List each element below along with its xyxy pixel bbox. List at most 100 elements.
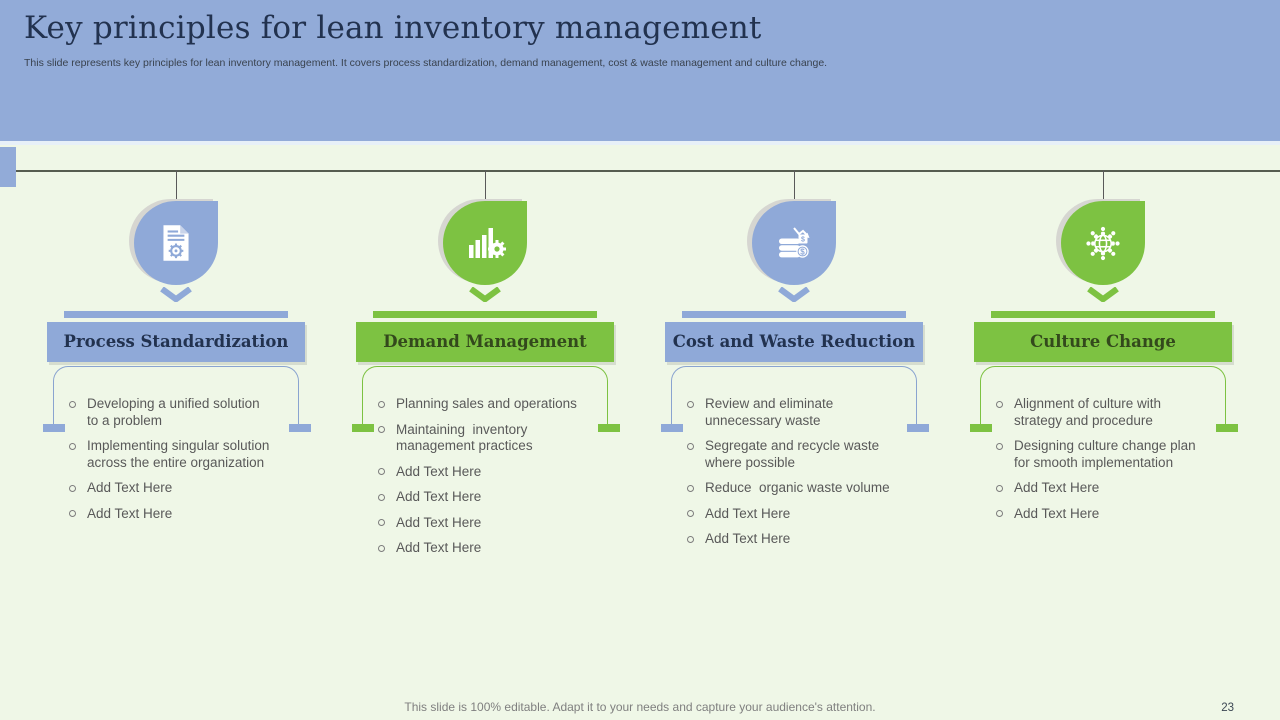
chevron-down-icon xyxy=(778,287,810,302)
bullet-item[interactable]: Maintaining inventory management practic… xyxy=(378,422,590,455)
column-process-standardization: Process Standardization Developing a uni… xyxy=(43,147,311,707)
bullet-marker xyxy=(687,484,694,492)
bullet-text: Add Text Here xyxy=(396,514,482,530)
bar-chart-gear-icon xyxy=(469,228,506,258)
bullet-item[interactable]: Planning sales and operations xyxy=(378,396,590,413)
connector-line xyxy=(1103,170,1105,203)
left-accent-tab xyxy=(0,147,16,187)
column-title[interactable]: Demand Management xyxy=(356,322,614,362)
slide-title[interactable]: Key principles for lean inventory manage… xyxy=(24,10,762,46)
bullet-item[interactable]: Add Text Here xyxy=(69,480,281,497)
connector-line xyxy=(485,170,487,203)
svg-text:$: $ xyxy=(800,247,805,256)
bullet-marker xyxy=(378,519,385,526)
timeline-line xyxy=(16,170,1280,172)
bullet-item[interactable]: Add Text Here xyxy=(687,531,899,548)
bullet-text: Review and eliminate unnecessary waste xyxy=(705,396,834,428)
bullet-item[interactable]: Add Text Here xyxy=(996,506,1208,523)
icon-badge[interactable]: $ $ xyxy=(752,201,836,285)
bullet-marker xyxy=(378,426,385,433)
slide-subtitle[interactable]: This slide represents key principles for… xyxy=(24,57,828,69)
bullet-item[interactable]: Alignment of culture with strategy and p… xyxy=(996,396,1208,429)
bullet-marker xyxy=(69,442,76,450)
bullet-marker xyxy=(687,510,694,517)
bullet-item[interactable]: Add Text Here xyxy=(378,540,590,557)
icon-badge[interactable] xyxy=(1061,201,1145,285)
chevron-down-icon xyxy=(160,287,192,302)
bracket-tick-left xyxy=(352,424,374,432)
bullet-list: Alignment of culture with strategy and p… xyxy=(996,396,1208,531)
connector-line xyxy=(794,170,796,203)
bullet-item[interactable]: Designing culture change plan for smooth… xyxy=(996,438,1208,471)
bracket-tick-right xyxy=(598,424,620,432)
bullet-marker xyxy=(69,510,76,517)
coins-decline-icon: $ $ xyxy=(779,227,810,258)
icon-badge[interactable] xyxy=(134,201,218,285)
bullet-text: Segregate and recycle waste where possib… xyxy=(705,438,880,470)
bullet-text: Add Text Here xyxy=(705,505,791,521)
bullet-text: Add Text Here xyxy=(87,480,173,495)
bullet-item[interactable]: Add Text Here xyxy=(378,464,590,481)
bullet-item[interactable]: Developing a unified solution to a probl… xyxy=(69,396,281,429)
page-number: 23 xyxy=(1221,702,1234,714)
bullet-marker xyxy=(996,442,1003,450)
bullet-item[interactable]: Segregate and recycle waste where possib… xyxy=(687,438,899,471)
bullet-text: Alignment of culture with strategy and p… xyxy=(1014,396,1162,428)
bullet-marker xyxy=(378,400,385,408)
column-cost-waste-reduction: $ $ Cost and Waste Reduction Review and … xyxy=(661,147,929,707)
bullet-text: Add Text Here xyxy=(396,463,482,479)
bracket xyxy=(671,366,917,428)
chevron-down-icon xyxy=(1087,287,1119,302)
bullet-marker xyxy=(687,400,694,408)
bullet-text: Add Text Here xyxy=(705,531,791,546)
bullet-list: Developing a unified solution to a probl… xyxy=(69,396,281,531)
bullet-marker xyxy=(69,400,76,408)
bracket-tick-left xyxy=(43,424,65,432)
bullet-marker xyxy=(378,544,385,552)
bullet-text: Designing culture change plan for smooth… xyxy=(1014,438,1196,470)
bullet-item[interactable]: Add Text Here xyxy=(378,515,590,532)
bullet-item[interactable]: Add Text Here xyxy=(996,480,1208,497)
bullet-item[interactable]: Add Text Here xyxy=(69,506,281,523)
bullet-text: Developing a unified solution to a probl… xyxy=(87,396,260,428)
bullet-text: Add Text Here xyxy=(1014,505,1100,521)
bullet-item[interactable]: Reduce organic waste volume xyxy=(687,480,899,497)
bracket-tick-right xyxy=(289,424,311,432)
bracket-tick-left xyxy=(970,424,992,432)
bullet-marker xyxy=(687,442,694,450)
bullet-text: Planning sales and operations xyxy=(396,396,577,411)
connector-line xyxy=(176,170,178,203)
bullet-marker xyxy=(378,468,385,475)
bullet-marker xyxy=(378,493,385,501)
header-band: Key principles for lean inventory manage… xyxy=(0,0,1280,145)
bullet-item[interactable]: Add Text Here xyxy=(378,489,590,506)
bullet-marker xyxy=(69,484,76,492)
bullet-item[interactable]: Review and eliminate unnecessary waste xyxy=(687,396,899,429)
chevron-down-icon xyxy=(469,287,501,302)
column-title[interactable]: Culture Change xyxy=(974,322,1232,362)
accent-bar xyxy=(64,311,288,318)
bracket-tick-right xyxy=(907,424,929,432)
bullet-item[interactable]: Add Text Here xyxy=(687,506,899,523)
bullet-marker xyxy=(996,484,1003,492)
column-culture-change: Culture Change Alignment of culture with… xyxy=(970,147,1238,707)
bullet-text: Add Text Here xyxy=(87,505,173,521)
column-title[interactable]: Process Standardization xyxy=(47,322,305,362)
column-title[interactable]: Cost and Waste Reduction xyxy=(665,322,923,362)
bullet-marker xyxy=(687,535,694,543)
icon-badge[interactable] xyxy=(443,201,527,285)
footer-note[interactable]: This slide is 100% editable. Adapt it to… xyxy=(404,700,876,714)
bullet-marker xyxy=(996,510,1003,517)
bullet-item[interactable]: Implementing singular solution across th… xyxy=(69,438,281,471)
bullet-text: Add Text Here xyxy=(396,489,482,504)
bullet-text: Maintaining inventory management practic… xyxy=(396,421,533,454)
column-demand-management: Demand Management Planning sales and ope… xyxy=(352,147,620,707)
bracket xyxy=(980,366,1226,428)
bracket-tick-right xyxy=(1216,424,1238,432)
accent-bar xyxy=(373,311,597,318)
bullet-marker xyxy=(996,400,1003,408)
bullet-text: Add Text Here xyxy=(1014,480,1100,495)
